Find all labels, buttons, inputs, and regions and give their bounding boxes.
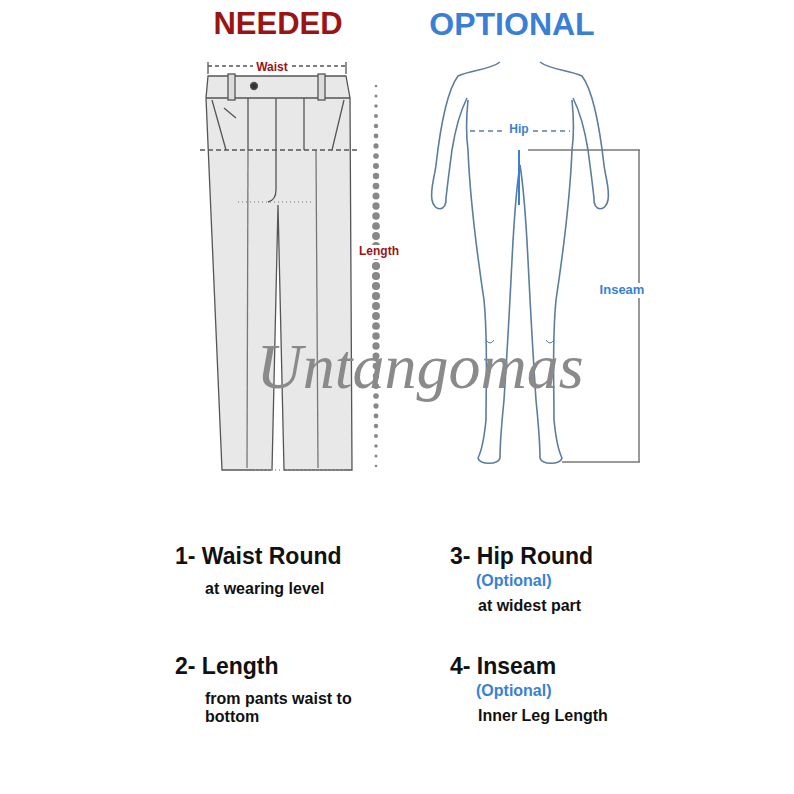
- size-item-title: 2- Length: [175, 653, 279, 679]
- length-dot: [372, 282, 380, 290]
- length-dot: [374, 114, 378, 118]
- column-heading: NEEDED: [213, 6, 342, 42]
- length-dot: [372, 262, 380, 270]
- length-dot: [374, 444, 378, 448]
- length-dot: [372, 312, 380, 320]
- length-dot: [375, 465, 378, 468]
- watermark: Untangomas: [256, 330, 583, 404]
- length-dot: [372, 272, 380, 280]
- length-dot: [372, 212, 380, 220]
- size-item-note: Inner Leg Length: [478, 707, 608, 725]
- pants-drawing: [200, 62, 358, 470]
- measure-label: Length: [356, 245, 402, 259]
- length-dot: [375, 85, 378, 88]
- length-dot: [374, 454, 377, 457]
- length-dot: [374, 414, 379, 419]
- length-dot: [372, 222, 380, 230]
- length-dot: [373, 173, 379, 179]
- optional-tag: (Optional): [476, 682, 552, 700]
- length-dot: [374, 94, 377, 97]
- length-dot: [374, 124, 378, 128]
- length-dot: [373, 163, 379, 169]
- size-item-title: 1- Waist Round: [175, 543, 342, 569]
- length-dots: [372, 85, 380, 468]
- length-dot: [372, 302, 380, 310]
- length-dot: [373, 143, 378, 148]
- measure-label: Inseam: [597, 283, 648, 298]
- size-item-note: at widest part: [478, 597, 581, 615]
- length-dot: [373, 183, 380, 190]
- optional-tag: (Optional): [476, 572, 552, 590]
- length-dot: [372, 192, 379, 199]
- length-dot: [374, 104, 378, 108]
- length-dot: [374, 134, 379, 139]
- column-heading: OPTIONAL: [429, 6, 594, 43]
- length-dot: [372, 202, 379, 209]
- length-dot: [374, 424, 378, 428]
- size-item-note: from pants waist to bottom: [205, 690, 355, 727]
- size-item-note: at wearing level: [205, 580, 324, 598]
- measure-label: Hip: [506, 123, 531, 137]
- measure-label: Waist: [253, 61, 291, 75]
- length-dot: [374, 434, 378, 438]
- length-dot: [373, 403, 378, 408]
- length-dot: [372, 232, 380, 240]
- size-item-title: 4- Inseam: [450, 653, 556, 679]
- length-dot: [372, 322, 380, 330]
- body-figure: [431, 62, 608, 463]
- length-dot: [372, 292, 380, 300]
- size-item-title: 3- Hip Round: [450, 543, 593, 569]
- length-dot: [373, 153, 379, 159]
